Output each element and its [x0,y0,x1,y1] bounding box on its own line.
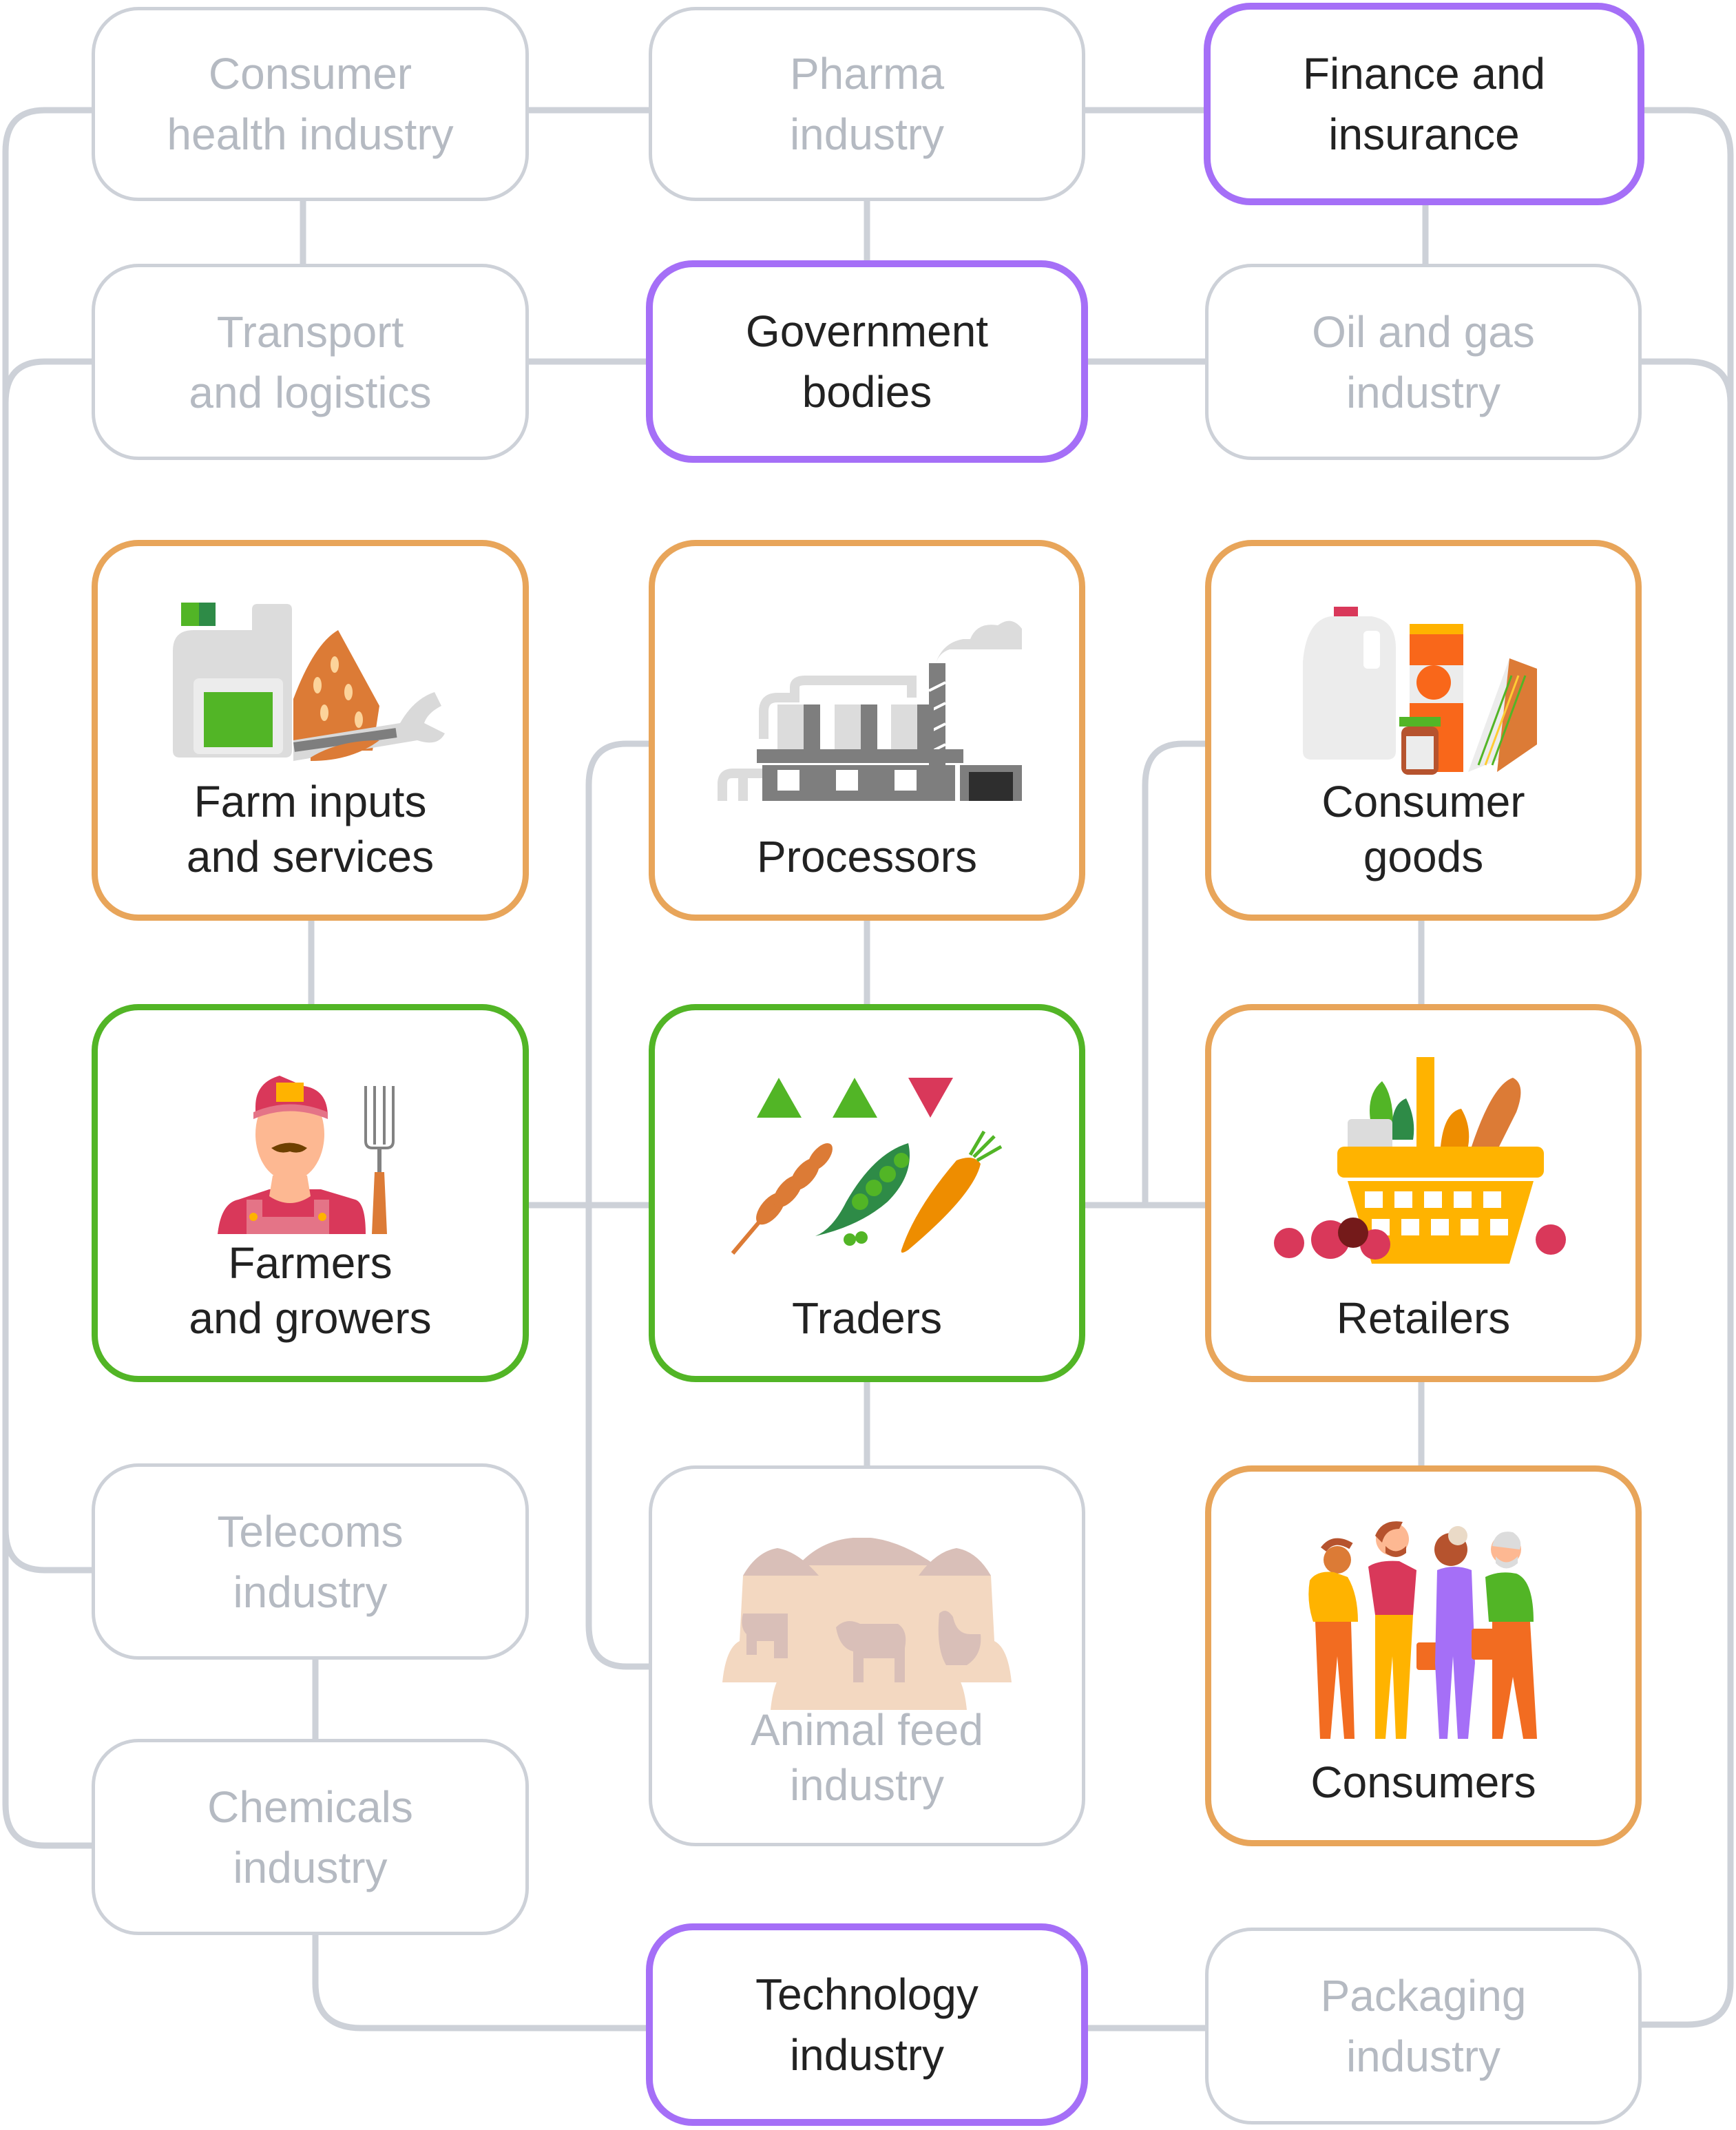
farm-inputs-icon [172,603,448,768]
farmer-icon [217,1052,404,1234]
node-animal-feed-industry[interactable]: Animal feed industry [649,1465,1085,1846]
connector-chemicals-technology [312,1932,652,2032]
shopping-basket-icon [1272,1057,1575,1264]
connector-left-rail-outer [2,107,95,1574]
people-group-icon [1303,1518,1544,1746]
node-label: Retailers [1336,1293,1511,1343]
node-label: Farm inputs and services [186,777,435,881]
trend-down-icon [908,1078,953,1118]
node-consumer-goods[interactable]: Consumer goods [1205,540,1642,921]
node-label: Finance and insurance [1302,49,1546,159]
connector-right-rail-outer [1638,107,1734,2028]
node-label: Farmers and growers [189,1238,432,1343]
node-label: Transport and logistics [189,306,432,417]
node-technology-industry[interactable]: Technology industry [646,1923,1088,2126]
node-traders[interactable]: Traders [649,1004,1085,1382]
node-label: Packaging industry [1320,1971,1527,2081]
node-label: Animal feed industry [751,1705,983,1810]
connector-processors-animalfeed-rail [585,740,652,1670]
node-farmers-and-growers[interactable]: Farmers and growers [92,1004,529,1382]
node-label: Oil and gas industry [1312,306,1535,417]
node-chemicals-industry[interactable]: Chemicals industry [92,1739,529,1935]
node-packaging-industry[interactable]: Packaging industry [1205,1928,1642,2124]
node-processors[interactable]: Processors [649,540,1085,921]
node-telecoms-industry[interactable]: Telecoms industry [92,1463,529,1660]
node-label: Government bodies [745,306,989,417]
node-label: Technology industry [755,1970,979,2080]
node-label: Chemicals industry [207,1782,413,1892]
node-label: Processors [756,832,978,881]
node-label: Consumer goods [1321,777,1525,881]
connector-consumergoods-traders-rail [1142,740,1209,1209]
node-pharma-industry[interactable]: Pharma industry [649,7,1085,201]
node-label: Pharma industry [789,49,945,159]
feed-sacks-icon [722,1538,1012,1710]
node-label: Traders [791,1293,943,1343]
node-retailers[interactable]: Retailers [1205,1004,1642,1382]
groceries-icon [1303,607,1544,779]
node-consumer-health-industry[interactable]: Consumer health industry [92,7,529,201]
commodities-trading-icon [729,1078,1005,1257]
factory-icon [709,587,1025,801]
trend-up-icon [833,1078,877,1118]
node-label: Consumer health industry [167,49,454,159]
node-consumers[interactable]: Consumers [1205,1465,1642,1846]
node-transport-and-logistics[interactable]: Transport and logistics [92,264,529,460]
node-label: Consumers [1310,1757,1536,1807]
trend-up-icon [757,1078,802,1118]
node-government-bodies[interactable]: Government bodies [646,260,1088,463]
node-oil-and-gas-industry[interactable]: Oil and gas industry [1205,264,1642,460]
node-finance-and-insurance[interactable]: Finance and insurance [1204,3,1644,205]
node-farm-inputs-and-services[interactable]: Farm inputs and services [92,540,529,921]
connector-right-rail-inner [1638,358,1734,406]
connector-left-rail-inner [2,358,95,1849]
node-label: Telecoms industry [217,1506,404,1617]
